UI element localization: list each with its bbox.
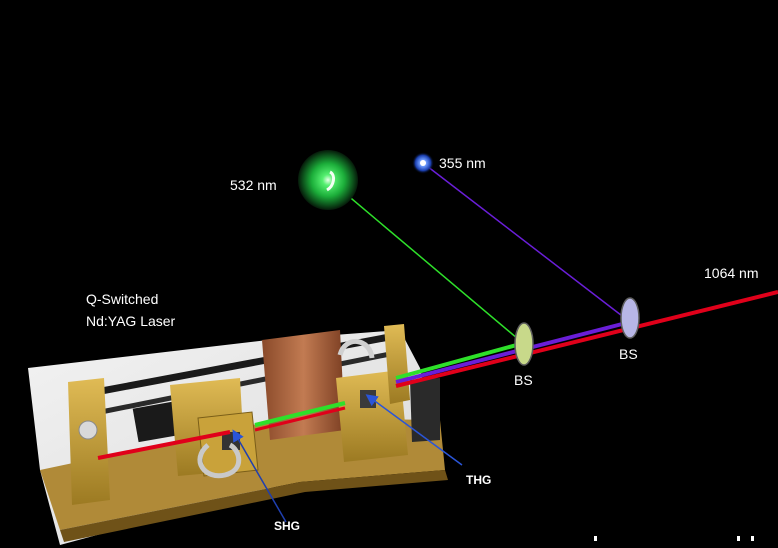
- label-laser-line2: Nd:YAG Laser: [86, 313, 176, 329]
- green-laser-spot: [298, 150, 358, 210]
- edge-mark-2: [737, 536, 740, 541]
- label-bs-532: BS: [514, 372, 533, 388]
- beam-532-inside: [254, 401, 346, 427]
- edge-mark-1: [594, 536, 597, 541]
- label-shg: SHG: [274, 519, 300, 533]
- beam-532-output: [395, 341, 525, 380]
- cable-loop: [197, 442, 242, 479]
- label-532nm: 532 nm: [230, 177, 277, 193]
- beam-splitter-355: [620, 297, 640, 339]
- beam-1064-inside-right: [254, 406, 346, 432]
- beam-1064-inside-left: [97, 430, 231, 460]
- thg-crystal: [360, 390, 376, 408]
- shg-pointer-arrow: [232, 429, 287, 523]
- copper-housing: [262, 330, 345, 440]
- label-thg: THG: [466, 473, 491, 487]
- beam-1064-output: [395, 290, 778, 388]
- label-355nm: 355 nm: [439, 155, 486, 171]
- beam-355-output: [395, 320, 631, 384]
- thg-pointer-arrow: [365, 394, 463, 466]
- beam-355-reflected: [422, 162, 631, 323]
- label-bs-355: BS: [619, 346, 638, 362]
- beam-splitter-532: [514, 322, 534, 366]
- output-beams: [395, 290, 778, 388]
- beam-532-reflected: [332, 182, 525, 345]
- rail-rod-middle: [85, 349, 401, 418]
- edge-mark-3: [751, 536, 754, 541]
- laser-apparatus-photo: [28, 324, 448, 545]
- blue-laser-spot: [412, 152, 434, 174]
- label-laser-line1: Q-Switched: [86, 291, 158, 307]
- internal-beams: [97, 401, 346, 460]
- left-mirror-mount: [68, 378, 110, 505]
- label-1064nm: 1064 nm: [704, 265, 758, 281]
